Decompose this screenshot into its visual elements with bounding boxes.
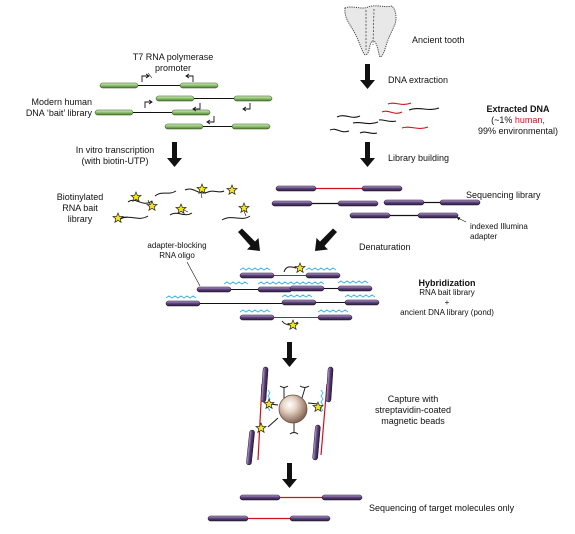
label-modern-human-library: Modern human DNA ‘bait’ library xyxy=(0,97,92,119)
label-sequencing-target: Sequencing of target molecules only xyxy=(369,503,515,513)
biotinylated-rna-baits xyxy=(112,183,251,223)
arrow-extraction-library xyxy=(360,142,375,167)
label-indexed-adapter: indexed Illumina adapter xyxy=(470,222,528,242)
label-capture-line1: Capture with xyxy=(387,394,439,404)
label-capture: Capture with streptavidin-coated magneti… xyxy=(364,394,462,427)
label-ivt-line1: In vitro transcription xyxy=(75,145,155,155)
label-t7-promoter: T7 RNA polymerase promoter xyxy=(118,52,228,74)
label-indexed-line2: adapter xyxy=(470,232,498,241)
label-t7-line1: T7 RNA polymerase xyxy=(132,52,214,62)
label-t7-line2: promoter xyxy=(154,63,191,73)
label-ivt-line2: (with biotin-UTP) xyxy=(81,156,149,166)
label-library-building: Library building xyxy=(388,153,450,163)
label-indexed-line1: indexed Illumina xyxy=(470,222,528,231)
arrow-lib-to-hyb xyxy=(315,228,337,251)
label-biotin-line3: library xyxy=(67,214,93,224)
label-extracted-dna-pre: (~1% xyxy=(491,115,515,125)
label-extracted-dna-composition: (~1% human, xyxy=(468,115,568,126)
label-sequencing-library: Sequencing library xyxy=(466,190,541,200)
label-blocking-line2: RNA oligo xyxy=(159,251,195,260)
label-biotin-line1: Biotinylated xyxy=(56,192,104,202)
label-capture-line3: magnetic beads xyxy=(381,416,445,426)
bait-dna-library xyxy=(94,72,273,130)
hybridization-complex xyxy=(165,261,380,330)
label-hyb-line2: + xyxy=(444,298,450,307)
arrow-capture-seq xyxy=(282,463,297,488)
label-blocking-line1: adapter-blocking xyxy=(147,241,207,250)
label-in-vitro-transcription: In vitro transcription (with biotin-UTP) xyxy=(62,145,168,167)
extracted-dna-block: Extracted DNA (~1% human, 99% environmen… xyxy=(468,104,568,137)
label-extracted-dna-line2: 99% environmental) xyxy=(477,126,559,136)
label-hyb-line3: ancient DNA library (pond) xyxy=(400,308,494,317)
label-hyb-line1: RNA bait library xyxy=(419,288,475,297)
label-denaturation: Denaturation xyxy=(359,242,411,252)
label-biotinylated-rna: Biotinylated RNA bait library xyxy=(50,192,110,225)
label-extracted-dna-title: Extracted DNA xyxy=(486,104,550,114)
bead-capture xyxy=(246,366,334,466)
target-molecules xyxy=(207,494,363,522)
label-capture-line2: streptavidin-coated xyxy=(374,405,452,415)
arrow-bait-to-hyb xyxy=(238,228,260,251)
arrow-ivt xyxy=(167,142,182,167)
label-modern-line2: DNA ‘bait’ library xyxy=(25,108,92,118)
label-extracted-dna-human: human, xyxy=(514,115,545,125)
sequencing-library xyxy=(271,185,481,223)
label-adapter-blocking-oligo: adapter-blocking RNA oligo xyxy=(132,241,222,261)
label-biotin-line2: RNA bait xyxy=(62,203,98,213)
hybridization-block: Hybridization RNA bait library + ancient… xyxy=(390,278,504,318)
process-arrows xyxy=(167,64,375,488)
arrow-tooth-extraction xyxy=(360,64,375,89)
arrow-hyb-capture xyxy=(282,342,297,367)
extracted-dna-fragments xyxy=(329,102,440,135)
label-ancient-tooth: Ancient tooth xyxy=(412,35,465,45)
label-modern-line1: Modern human xyxy=(31,97,92,107)
label-hybridization-title: Hybridization xyxy=(418,278,476,288)
label-dna-extraction: DNA extraction xyxy=(388,75,449,85)
tooth-icon xyxy=(344,5,397,58)
